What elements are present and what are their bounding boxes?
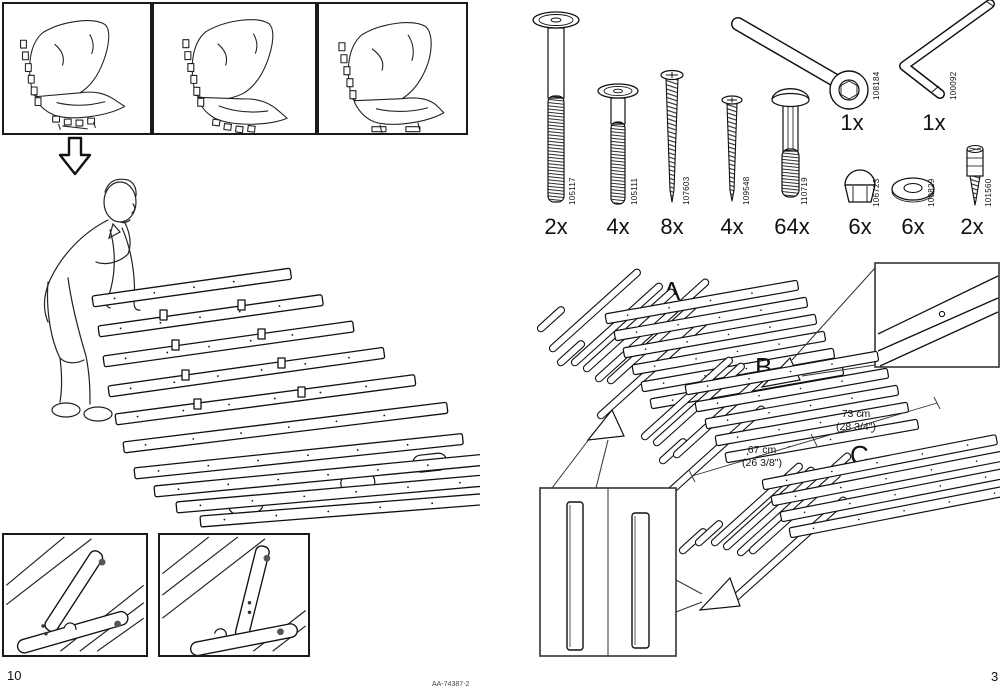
part-number-label: 108184 — [872, 71, 881, 100]
hardware-inventory: 105117 2x 105111 4x 107603 8x 109548 4x — [532, 0, 995, 239]
futon-position-1-illustration — [20, 20, 126, 130]
frame-back-slats — [91, 267, 449, 454]
part-qty-label: 8x — [660, 214, 683, 239]
unfold-down-arrow-icon — [58, 136, 92, 176]
cap-nut-icon — [844, 169, 876, 203]
futon-step-panel-3 — [317, 2, 468, 135]
futon-step-panel-2 — [152, 2, 317, 135]
slat-groups-diagram: A — [535, 262, 1000, 657]
ring-spanner-icon — [731, 17, 869, 110]
part-qty-label: 64x — [774, 214, 809, 239]
part-qty-label: 6x — [901, 214, 924, 239]
leg-detail-panel-1 — [2, 533, 148, 657]
long-hex-bolt-icon — [532, 11, 580, 203]
part-number-label: 100092 — [949, 71, 958, 100]
futon-step-panel-1 — [2, 2, 152, 135]
unfold-frame-main-illustration — [43, 178, 480, 528]
dome-head-bolt-icon — [771, 88, 810, 198]
part-number-label: 105117 — [568, 177, 577, 205]
futon-position-2-illustration — [182, 19, 288, 133]
wood-screw-icon — [660, 69, 684, 203]
part-number-label: 110719 — [800, 177, 809, 205]
part-qty-label: 4x — [606, 214, 629, 239]
person-figure — [43, 178, 141, 422]
flat-head-bolt-icon — [597, 83, 639, 205]
short-wood-screw-icon — [721, 95, 743, 202]
callout-arrow-to-c — [698, 576, 741, 611]
leg-mechanism-detail-1 — [5, 536, 145, 654]
width-cm-label: 67 cm — [748, 444, 777, 456]
frame-seat-slats — [133, 433, 480, 528]
futon-position-3-illustration — [338, 22, 445, 133]
hex-key-icon — [899, 0, 995, 99]
width-in-label: (26 3/8") — [742, 457, 782, 469]
part-qty-label: 2x — [960, 214, 983, 239]
part-number-label: 107603 — [682, 176, 691, 205]
page-number-left: 10 — [7, 668, 22, 683]
leg-mechanism-detail-2 — [162, 536, 306, 655]
leg-detail-panel-2 — [158, 533, 310, 657]
depth-cm-label: 73 cm — [842, 408, 871, 420]
part-qty-label: 4x — [720, 214, 743, 239]
part-qty-label: 6x — [848, 214, 871, 239]
document-code: AA-74387-2 — [432, 681, 470, 688]
part-number-label: 100829 — [927, 178, 936, 207]
slat-compare-inset — [539, 408, 741, 657]
page-number-right: 3 — [991, 669, 999, 684]
part-number-label: 106723 — [872, 178, 881, 207]
callout-arrow-to-a — [586, 408, 625, 441]
double-ended-screw-icon — [966, 144, 984, 206]
part-qty-label: 1x — [840, 110, 863, 135]
part-number-label: 105111 — [630, 177, 639, 205]
depth-in-label: (28 3/4") — [836, 421, 876, 433]
part-qty-label: 2x — [544, 214, 567, 239]
part-qty-label: 1x — [922, 110, 945, 135]
part-number-label: 101560 — [984, 178, 993, 207]
dimension-line — [688, 396, 941, 483]
washer-icon — [891, 177, 935, 203]
part-number-label: 109548 — [742, 176, 751, 205]
